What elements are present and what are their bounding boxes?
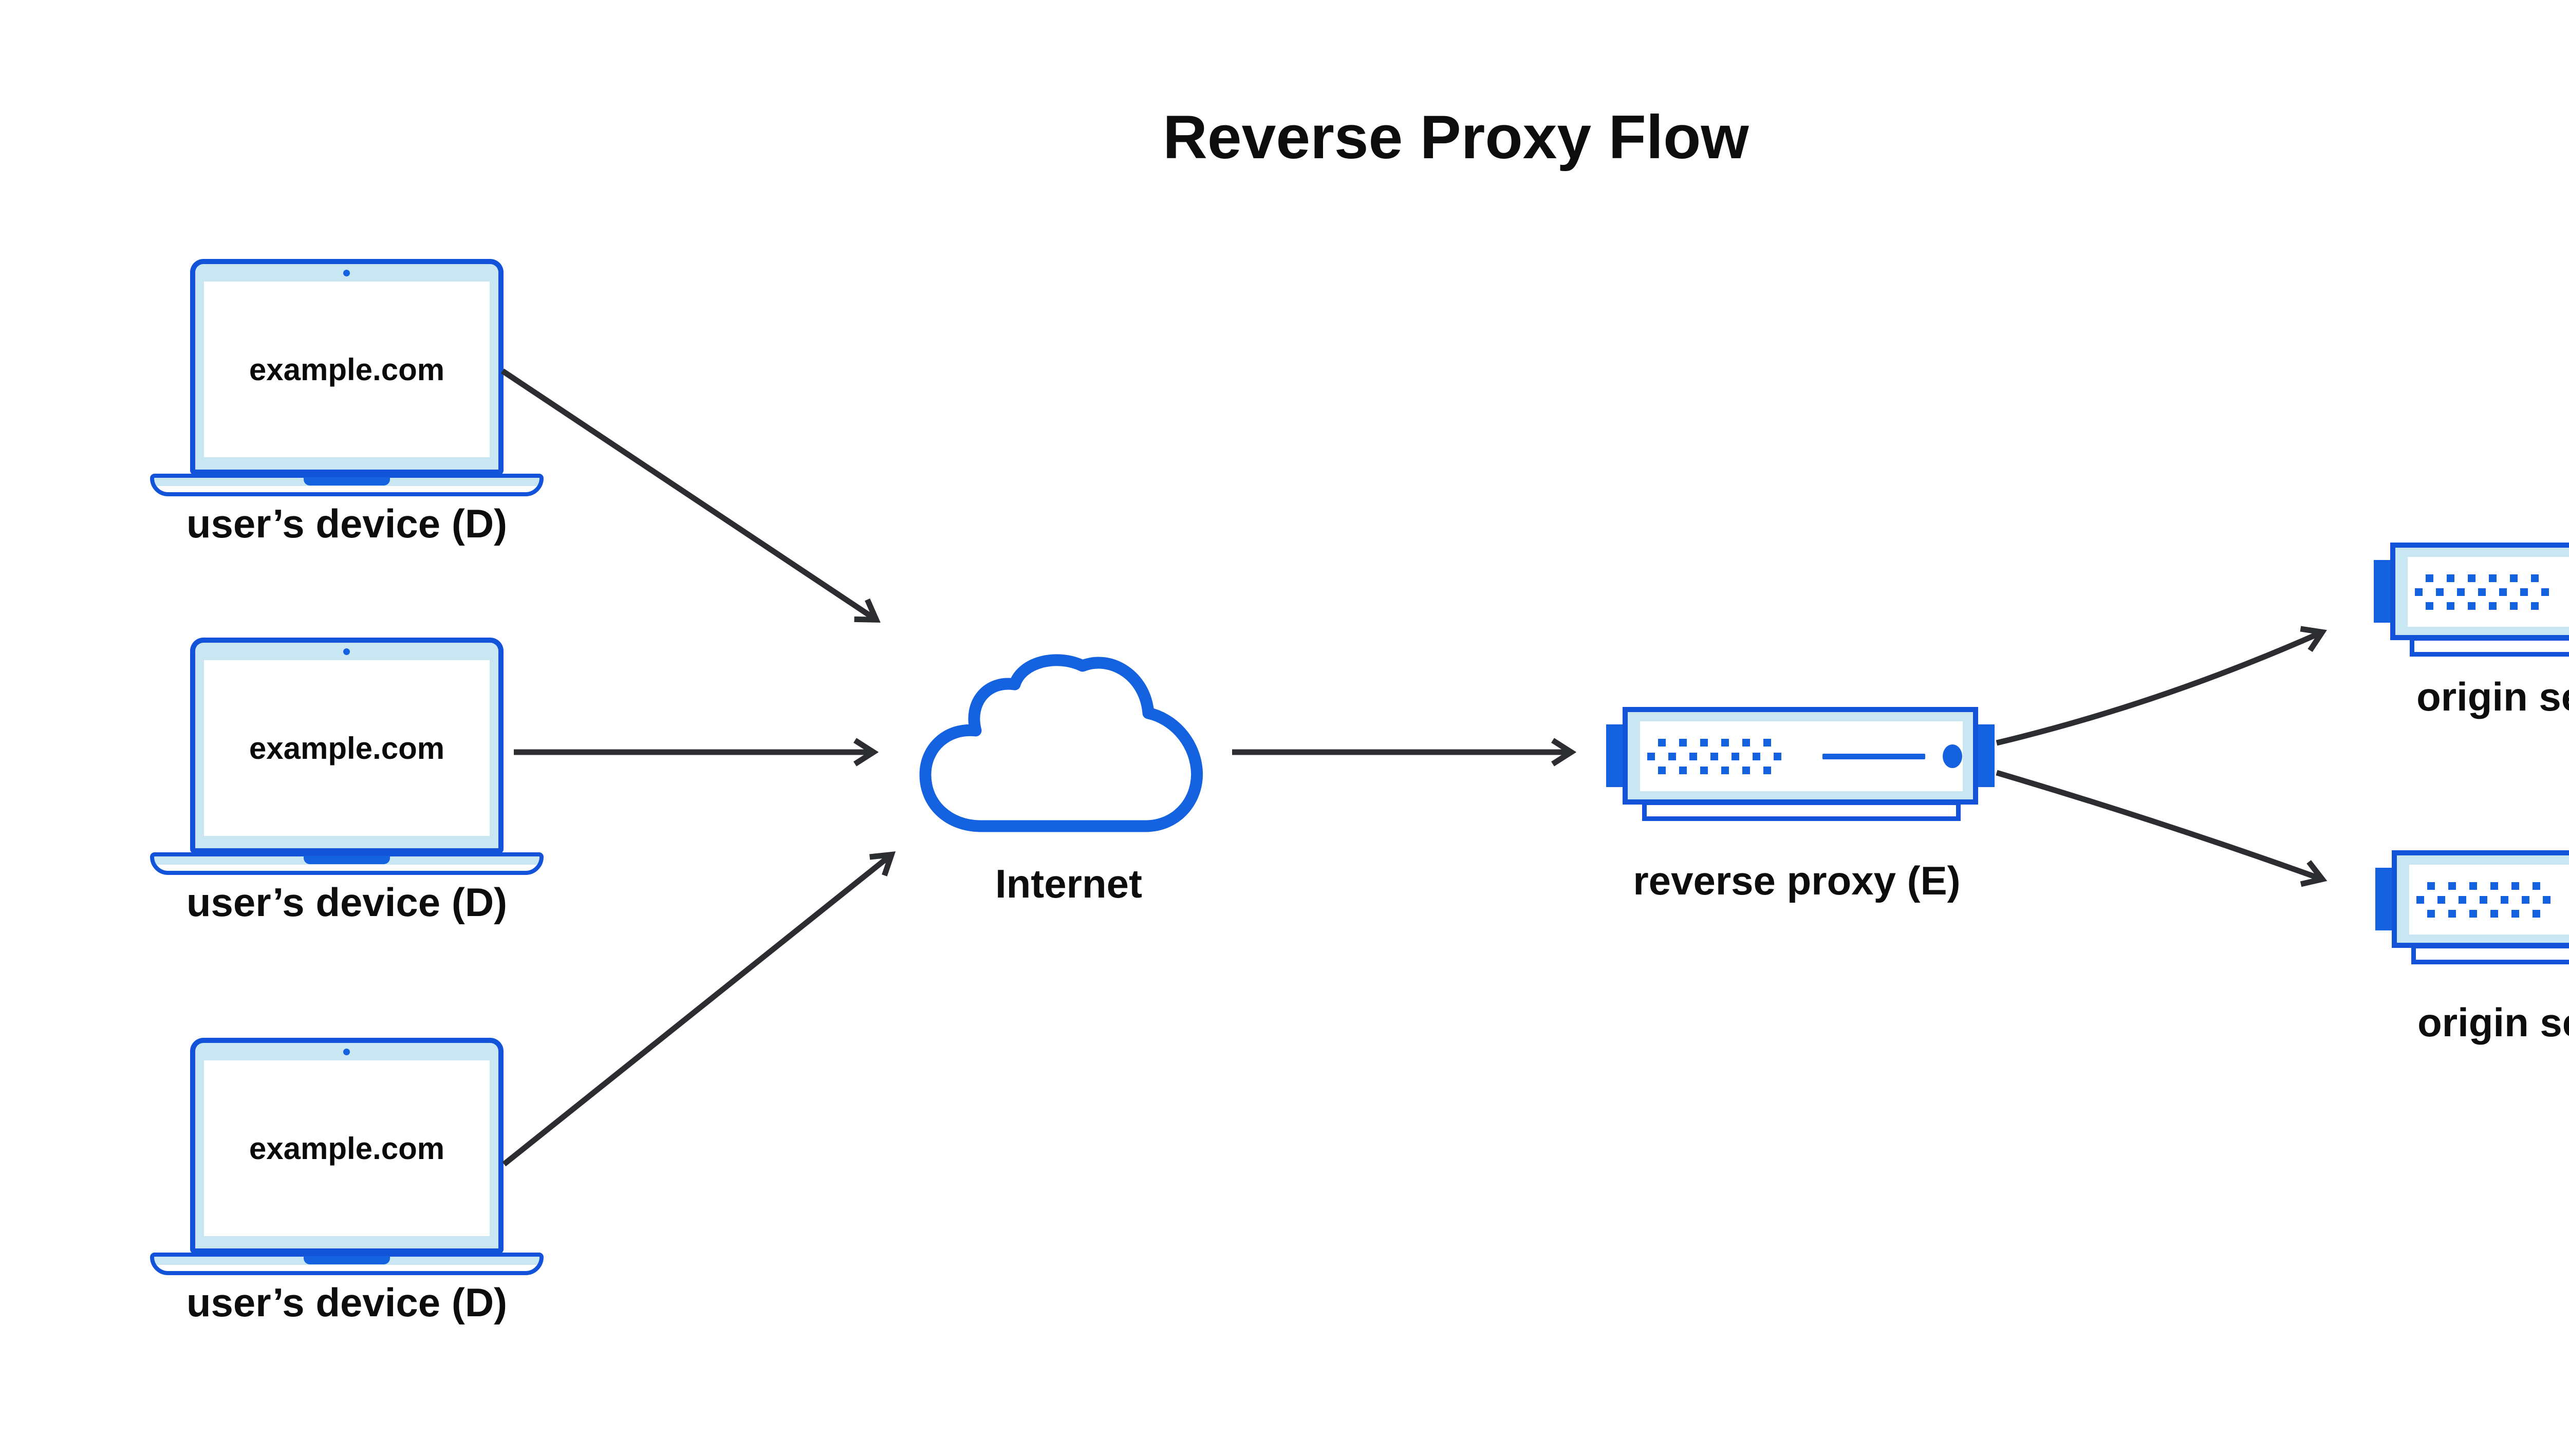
server-faceplate [2408, 557, 2569, 627]
laptop-screen: example.com [190, 1038, 504, 1254]
origin-server-2 [2375, 850, 2569, 964]
origin-server-1 [2374, 543, 2569, 657]
hinge-notch [304, 856, 390, 864]
laptop-screen: example.com [190, 259, 504, 475]
drive-slot-line [1822, 753, 1925, 759]
vent-pattern-icon [1647, 738, 1781, 774]
webcam-dot-icon [343, 270, 350, 276]
server-faceplate [2409, 865, 2569, 935]
internet-label: Internet [995, 861, 1143, 906]
laptop-display: example.com [204, 1060, 490, 1236]
origin-server-2-label: origin server (F) [2417, 1000, 2569, 1045]
server-tab-left [2375, 868, 2393, 930]
device-label: user’s device (D) [186, 1280, 508, 1325]
laptop-base [150, 1253, 544, 1275]
webcam-dot-icon [343, 648, 350, 655]
screen-url-text: example.com [249, 1131, 445, 1166]
hinge-notch [304, 1256, 390, 1264]
vent-pattern-icon [2416, 882, 2551, 918]
laptop-display: example.com [204, 660, 490, 836]
webcam-dot-icon [343, 1049, 350, 1055]
device-label: user’s device (D) [186, 501, 508, 546]
vent-pattern-icon [2415, 574, 2549, 610]
reverse-proxy-label: reverse proxy (E) [1633, 858, 1961, 903]
server-tab-left [1606, 724, 1624, 787]
arrow-proxy-to-origin2 [1996, 770, 2328, 887]
arrow-device3-to-internet [502, 851, 896, 1167]
screen-url-text: example.com [249, 731, 445, 766]
power-led-icon [1943, 744, 1962, 768]
user-device-2: example.com user’s device (D) [150, 638, 544, 925]
origin-server-1-label: origin server (F) [2416, 674, 2569, 719]
screen-url-text: example.com [249, 352, 445, 387]
arrow-proxy-to-origin1 [1996, 626, 2328, 746]
server-chassis [2392, 850, 2569, 948]
internet-cloud-icon [919, 654, 1203, 832]
hinge-notch [304, 477, 390, 486]
server-chassis [1623, 707, 1978, 805]
diagram-title: Reverse Proxy Flow [1163, 103, 1749, 172]
laptop-display: example.com [204, 282, 490, 457]
laptop-base [150, 852, 544, 875]
server-tab-right [1977, 724, 1995, 787]
server-faceplate [1640, 721, 1963, 791]
laptop-screen: example.com [190, 638, 504, 853]
user-device-3: example.com user’s device (D) [150, 1038, 544, 1325]
server-tab-left [2374, 560, 2391, 623]
arrow-device1-to-internet [500, 368, 881, 623]
server-chassis [2390, 543, 2569, 640]
user-device-1: example.com user’s device (D) [150, 259, 544, 546]
laptop-base [150, 474, 544, 496]
reverse-proxy-server [1606, 707, 1995, 821]
device-label: user’s device (D) [186, 880, 508, 925]
